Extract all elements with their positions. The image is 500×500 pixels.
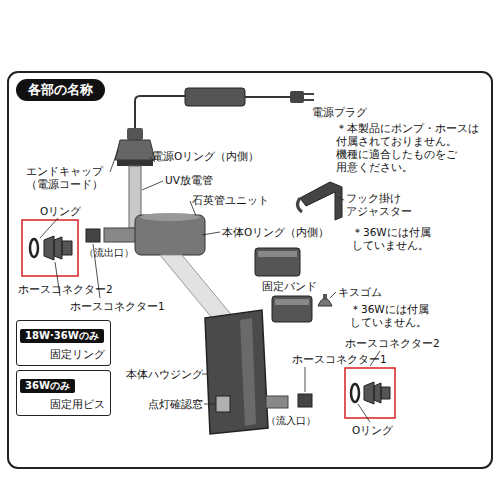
suction-cup — [323, 294, 327, 300]
part-label: 電源Oリング（内側） — [152, 150, 259, 163]
part-label: フック掛け アジャスター — [346, 192, 422, 218]
note-text: ＊36Wには付属 していません。 — [352, 226, 452, 252]
end-cap — [127, 128, 143, 140]
part-label: 本体ハウジング — [126, 368, 203, 381]
housing — [205, 310, 268, 434]
port-label: （流入口） — [266, 414, 316, 427]
part-label: ホースコネクター1 — [70, 300, 165, 313]
o-ring — [351, 384, 359, 402]
note-text: ＊36Wには付属 していません。 — [350, 303, 450, 329]
hose-connector — [44, 236, 72, 260]
highlight-box — [345, 368, 395, 418]
part-label: 電源プラグ — [312, 106, 367, 119]
hose-connector — [298, 394, 312, 407]
housing-stripe — [240, 318, 256, 426]
outlet-pipe — [104, 228, 136, 242]
inlet-pipe — [266, 396, 288, 408]
box-heading: 36Wのみ — [20, 379, 75, 393]
hook-adjuster — [297, 198, 302, 212]
adapter — [185, 88, 245, 106]
quartz-tube — [160, 255, 234, 318]
title-tab: 各部の名称 — [16, 79, 105, 101]
box-heading: 18W·36Wのみ — [20, 329, 104, 343]
hook-adjuster — [300, 182, 342, 220]
part-label: Oリング — [352, 424, 393, 437]
part-label: ホースコネクター2 — [345, 337, 440, 350]
part-label: Oリング — [40, 205, 81, 218]
part-label: 固定バンド — [262, 280, 317, 293]
part-label: 点灯確認窓 — [148, 398, 203, 411]
note-box: 36Wのみ固定用ビス — [16, 370, 111, 416]
highlight-box — [22, 220, 78, 276]
fixing-band — [272, 296, 312, 322]
part-label: キスゴム — [338, 286, 382, 299]
part-label: ホースコネクター1 — [292, 353, 387, 366]
power-cord — [135, 96, 185, 130]
plug — [290, 91, 304, 103]
frame — [8, 72, 492, 468]
port-label: （流出口） — [84, 246, 134, 259]
indicator-window — [216, 396, 230, 412]
o-ring — [30, 239, 38, 257]
end-cap — [115, 140, 155, 160]
part-label: ホースコネクター2 — [18, 283, 113, 296]
power-o-ring — [117, 160, 153, 166]
part-label: 石英管ユニット — [192, 194, 269, 207]
box-text: 固定用ビス — [20, 396, 105, 412]
part-label: UV放電管 — [165, 174, 213, 187]
hose-connector — [364, 382, 390, 404]
power-cord — [245, 96, 290, 98]
fixing-band — [258, 251, 297, 257]
hose-connector — [86, 229, 100, 242]
part-label: 本体Oリング（内側） — [222, 226, 329, 239]
note-box: 18W·36Wのみ固定リング — [16, 320, 111, 366]
fixing-band — [275, 299, 309, 305]
box-text: 固定リング — [20, 346, 105, 362]
note-text: ＊本製品にポンプ・ホースは 付属されておりません。 機種に適合したものをご 用意… — [336, 122, 486, 174]
part-label: エンドキャップ （電源コード） — [26, 165, 110, 191]
plug-pins — [304, 94, 314, 100]
quartz-unit-top — [140, 213, 200, 221]
fixing-band — [255, 248, 300, 276]
